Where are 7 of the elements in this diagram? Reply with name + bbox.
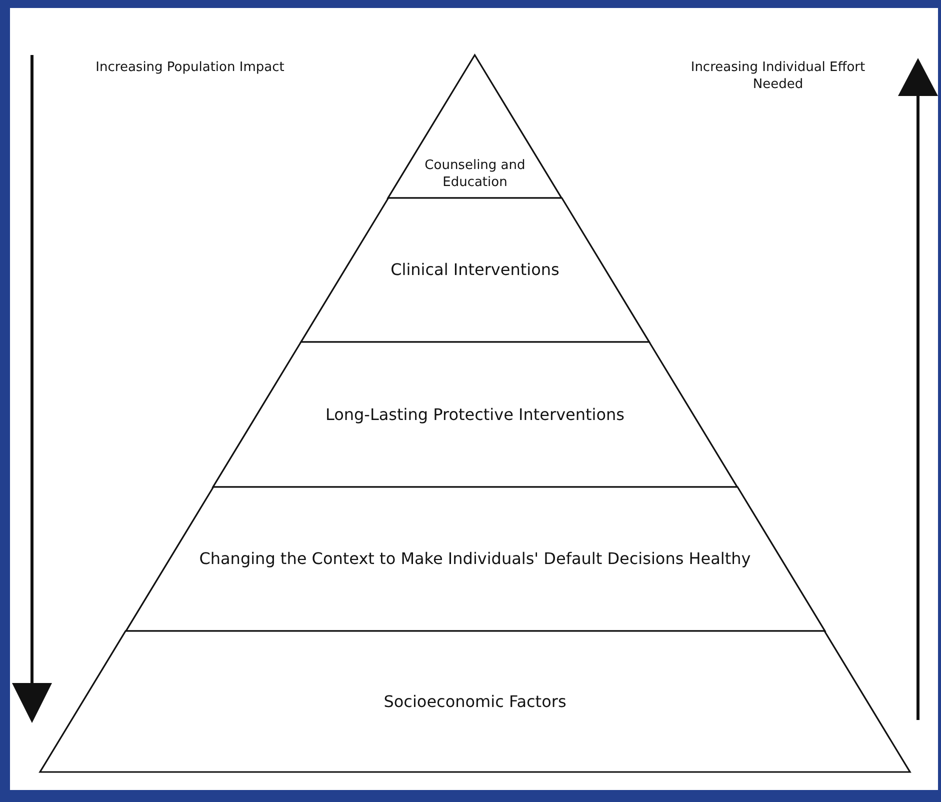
axis-note: Increasing Population Impact (94, 60, 286, 77)
tier-label: Socioeconomic Factors (384, 690, 566, 712)
tier-label: Long-Lasting Protective Interventions (325, 404, 625, 426)
tier-label: Changing the Context to Make Individuals' Default Decisions Healthy (199, 548, 751, 570)
tier-label: Counseling and Education (424, 156, 526, 192)
axis-note: Increasing Individual Effort Needed (690, 60, 866, 94)
tier-label: Clinical Interventions (390, 259, 560, 281)
